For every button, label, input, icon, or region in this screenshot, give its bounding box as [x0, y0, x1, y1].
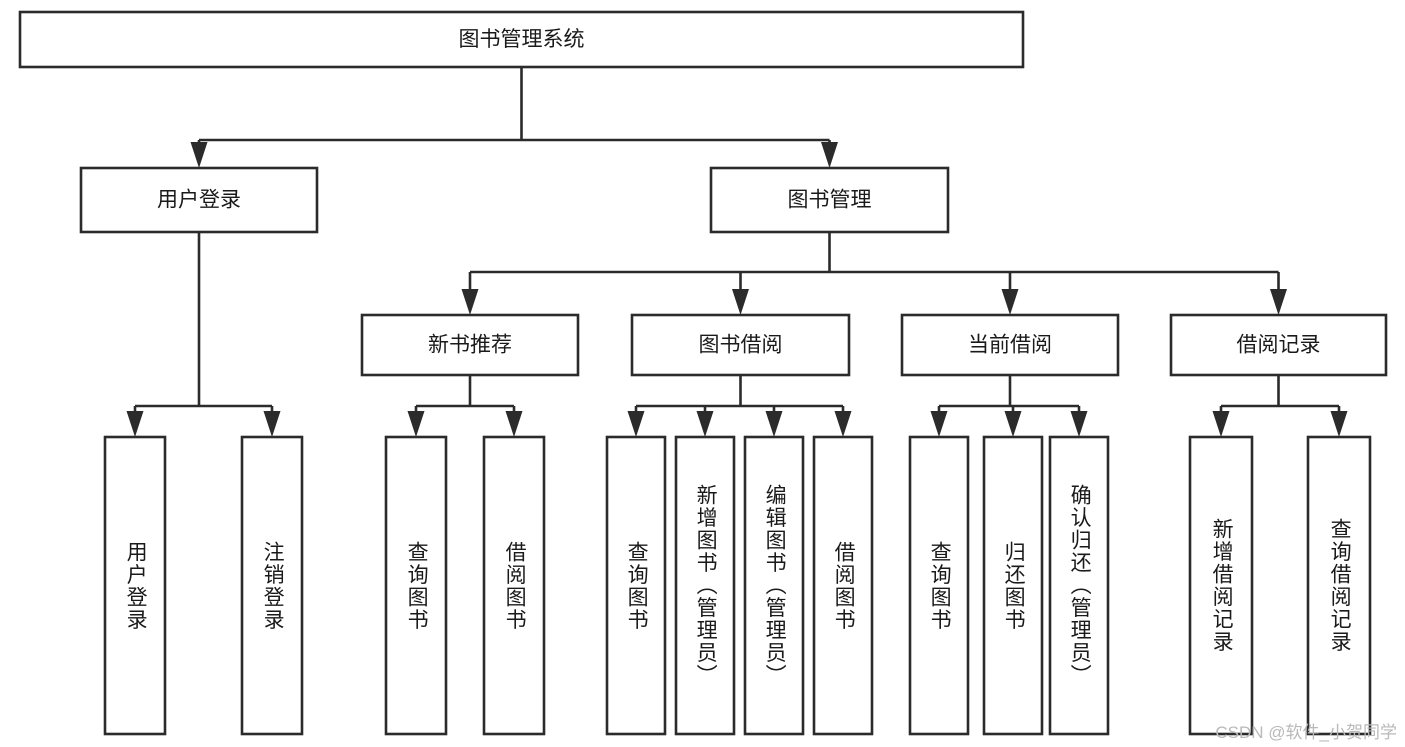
leaf-8-node-查询图书-rect[interactable]	[908, 435, 970, 736]
connector-layer	[126, 67, 1348, 437]
node-图书管理[interactable]	[709, 166, 950, 234]
l3-2-branch-2-arrowhead	[1070, 411, 1088, 437]
watermark-text: CSDN @软件_小贺同学	[1215, 723, 1397, 742]
leaf-8-node-查询图书[interactable]	[908, 435, 970, 736]
book-mgmt-branch-2-arrowhead	[1001, 289, 1019, 315]
node-box-layer	[18, 10, 1388, 736]
node-新书推荐-rect[interactable]	[360, 313, 580, 377]
leaf-4-node-查询图书[interactable]	[605, 435, 667, 736]
node-用户登录-label: 用户登录	[157, 189, 241, 212]
leaf-10-node-确认归还管理员[interactable]	[1048, 435, 1110, 736]
l3-1-branch-1-arrowhead	[696, 411, 714, 437]
node-新书推荐-label: 新书推荐	[428, 334, 512, 357]
leaf-12-node-查询借阅记录[interactable]	[1306, 435, 1372, 736]
leaf-12-node-查询借阅记录-rect[interactable]	[1306, 435, 1372, 736]
leaf-0-node-用户登录[interactable]	[103, 435, 167, 736]
node-图书借阅[interactable]	[630, 313, 851, 377]
leaf-7-node-借阅图书-rect[interactable]	[812, 435, 874, 736]
node-借阅记录-label: 借阅记录	[1237, 334, 1321, 357]
leaf-9-node-归还图书-rect[interactable]	[982, 435, 1044, 736]
node-图书管理-label: 图书管理	[788, 189, 872, 212]
leaf-1-node-注销登录[interactable]	[240, 435, 304, 736]
node-当前借阅-label: 当前借阅	[968, 334, 1052, 357]
leaf-2-node-查询图书-rect[interactable]	[384, 435, 448, 736]
leaf-6-node-编辑图书管理员[interactable]	[743, 435, 805, 736]
leaf-1-node-注销登录-rect[interactable]	[240, 435, 304, 736]
root-branch-1-arrowhead	[821, 142, 838, 168]
book-mgmt-branch-0-arrowhead	[461, 289, 479, 315]
l3-0-branch-1-arrowhead	[505, 411, 523, 437]
l3-3-branch-1-arrowhead	[1330, 411, 1348, 437]
node-借阅记录[interactable]	[1169, 313, 1388, 377]
node-图书管理系统-label: 图书管理系统	[459, 28, 585, 51]
node-用户登录[interactable]	[79, 166, 319, 234]
l3-2-branch-0-arrowhead	[930, 411, 948, 437]
node-用户登录-rect[interactable]	[79, 166, 319, 234]
l3-0-branch-0-arrowhead	[407, 411, 425, 437]
leaf-4-node-查询图书-rect[interactable]	[605, 435, 667, 736]
book-mgmt-branch-3-arrowhead	[1270, 289, 1287, 315]
l3-3-branch-0-arrowhead	[1212, 411, 1230, 437]
leaf-11-node-新增借阅记录[interactable]	[1188, 435, 1254, 736]
node-图书借阅-label: 图书借阅	[699, 334, 783, 357]
user-login-branch-1-arrowhead	[263, 411, 281, 437]
leaf-6-node-编辑图书管理员-rect[interactable]	[743, 435, 805, 736]
leaf-2-node-查询图书[interactable]	[384, 435, 448, 736]
l3-1-branch-0-arrowhead	[627, 411, 645, 437]
leaf-5-node-新增图书管理员[interactable]	[674, 435, 736, 736]
node-当前借阅[interactable]	[900, 313, 1120, 377]
l3-2-branch-1-arrowhead	[1004, 411, 1022, 437]
node-当前借阅-rect[interactable]	[900, 313, 1120, 377]
leaf-3-node-借阅图书[interactable]	[482, 435, 546, 736]
root-branch-0-arrowhead	[190, 142, 208, 168]
node-图书管理-rect[interactable]	[709, 166, 950, 234]
leaf-7-node-借阅图书[interactable]	[812, 435, 874, 736]
node-图书管理系统-rect[interactable]	[18, 10, 1025, 69]
l3-1-branch-3-arrowhead	[834, 411, 852, 437]
leaf-5-node-新增图书管理员-rect[interactable]	[674, 435, 736, 736]
leaf-11-node-新增借阅记录-rect[interactable]	[1188, 435, 1254, 736]
leaf-3-node-借阅图书-rect[interactable]	[482, 435, 546, 736]
l3-1-branch-2-arrowhead	[765, 411, 783, 437]
leaf-0-node-用户登录-rect[interactable]	[103, 435, 167, 736]
leaf-9-node-归还图书[interactable]	[982, 435, 1044, 736]
node-新书推荐[interactable]	[360, 313, 580, 377]
leaf-10-node-确认归还管理员-rect[interactable]	[1048, 435, 1110, 736]
book-mgmt-branch-1-arrowhead	[732, 289, 749, 315]
user-login-branch-0-arrowhead	[126, 411, 144, 437]
node-图书借阅-rect[interactable]	[630, 313, 851, 377]
node-图书管理系统[interactable]	[18, 10, 1025, 69]
node-借阅记录-rect[interactable]	[1169, 313, 1388, 377]
